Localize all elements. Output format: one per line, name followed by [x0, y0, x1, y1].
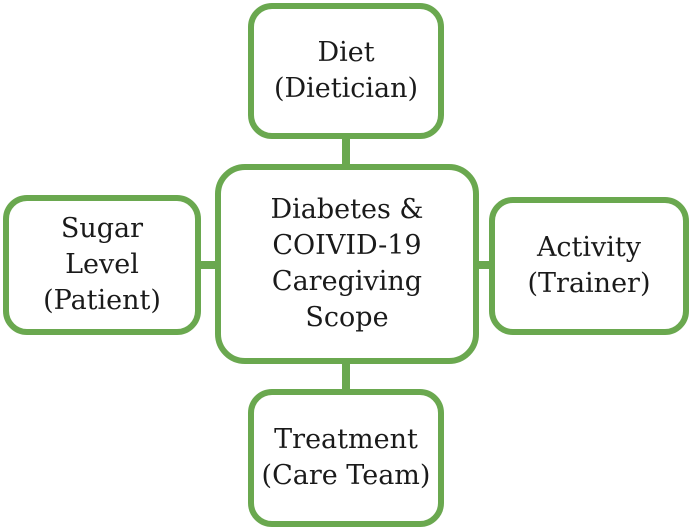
connector-right — [477, 261, 491, 269]
node-diet: Diet (Dietician) — [248, 3, 444, 139]
node-activity: Activity (Trainer) — [489, 197, 689, 335]
connector-top — [342, 137, 350, 166]
node-center-scope: Diabetes & COIVID-19 Caregiving Scope — [215, 164, 479, 364]
node-diet-label: Diet (Dietician) — [273, 37, 419, 104]
connector-bottom — [342, 362, 350, 391]
node-center-scope-label: Diabetes & COIVID-19 Caregiving Scope — [270, 194, 424, 333]
node-treatment-label: Treatment (Care Team) — [261, 424, 431, 491]
node-sugar-level-label: Sugar Level (Patient) — [43, 213, 161, 316]
node-treatment: Treatment (Care Team) — [248, 389, 444, 527]
node-activity-label: Activity (Trainer) — [527, 232, 651, 299]
connector-left — [199, 261, 217, 269]
node-sugar-level: Sugar Level (Patient) — [3, 195, 201, 335]
